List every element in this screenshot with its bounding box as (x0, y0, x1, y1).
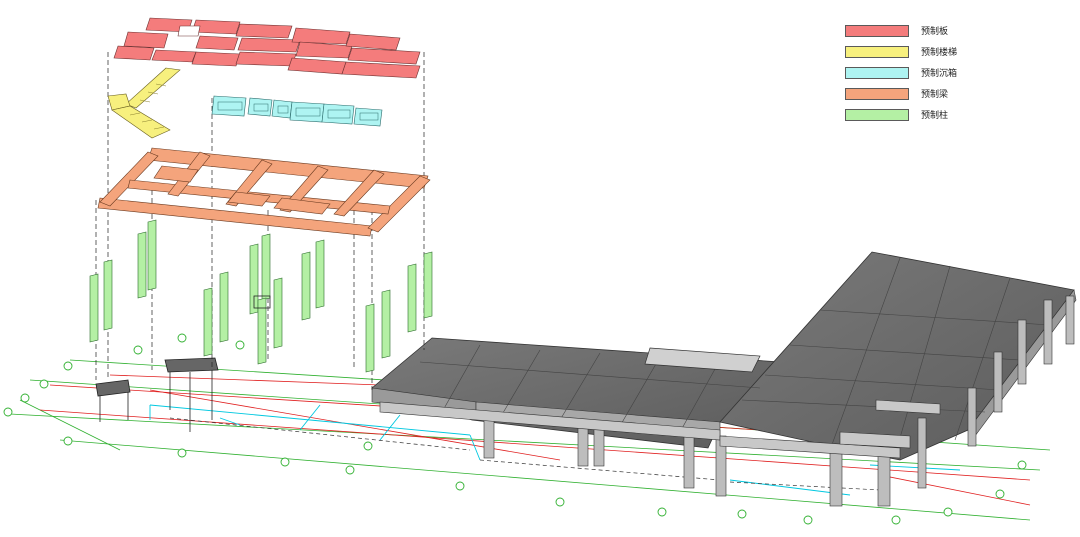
legend-swatch (845, 87, 909, 100)
floor-plan-grid (3, 333, 1051, 525)
legend-item-stair: 预制楼梯 (845, 41, 1045, 62)
legend-swatch (845, 66, 909, 79)
legend-item-slab: 预制板 (845, 20, 1045, 41)
precast-columns (89, 219, 433, 373)
precast-sunken-slabs (211, 95, 383, 127)
legend-label: 预制梁 (921, 90, 949, 100)
legend-swatch (845, 45, 909, 58)
precast-beams (97, 147, 431, 237)
small-canopy-structures (95, 357, 219, 432)
legend-item-beam: 预制梁 (845, 83, 1045, 104)
legend-label: 预制沉箱 (921, 69, 958, 79)
legend-label: 预制柱 (921, 111, 949, 121)
precast-slabs (113, 17, 421, 79)
legend: 预制板 预制楼梯 预制沉箱 预制梁 预制柱 (845, 20, 1045, 125)
legend-item-sunken: 预制沉箱 (845, 62, 1045, 83)
legend-label: 预制楼梯 (921, 48, 958, 58)
assembled-building (371, 251, 1077, 507)
legend-swatch (845, 24, 909, 37)
precast-stair (107, 67, 181, 139)
legend-swatch (845, 108, 909, 121)
legend-label: 预制板 (921, 27, 949, 37)
legend-item-column: 预制柱 (845, 104, 1045, 125)
